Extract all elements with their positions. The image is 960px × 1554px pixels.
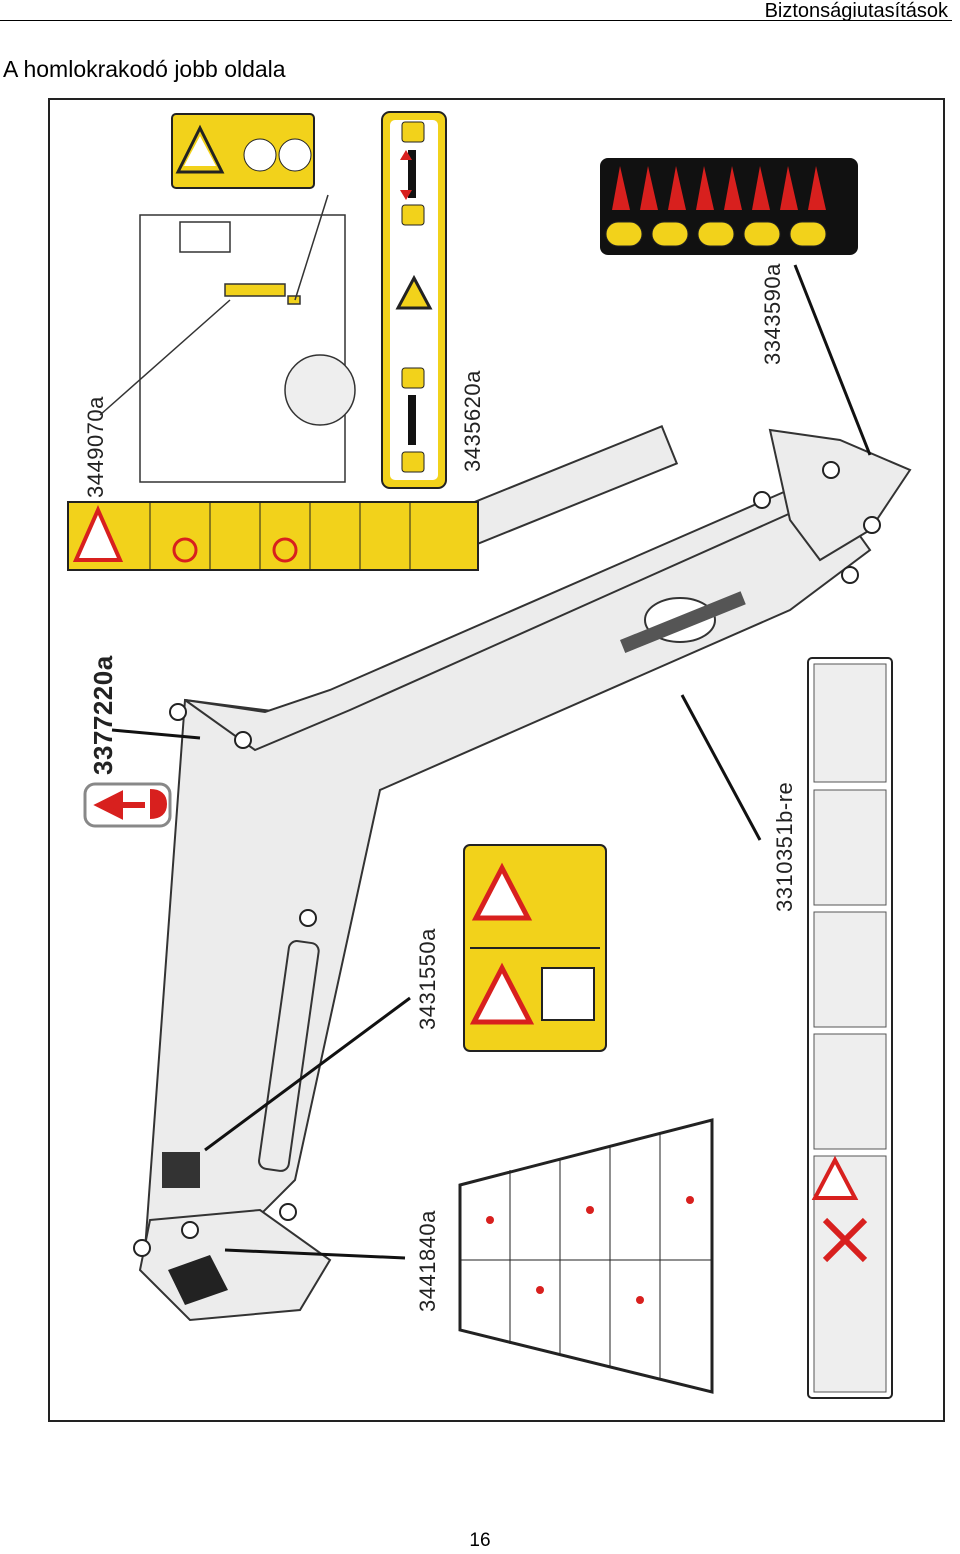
- loader-figure: 3449070a 3435620a 3343590a 3377220a 3310…: [48, 98, 945, 1422]
- label-pinch-decal: 3310351b-re: [772, 781, 797, 912]
- cab-warning-decal: [171, 113, 315, 189]
- instruction-decal: [458, 1118, 714, 1394]
- header-rule: [0, 20, 952, 21]
- pivot-pins: [133, 461, 881, 1257]
- warning-triangle-icon: [184, 136, 216, 166]
- lock-icon: [401, 121, 425, 473]
- decal-patch-upper: [620, 591, 746, 653]
- crush-warning-decal: [463, 844, 607, 1052]
- decal-patch-mid: [162, 1152, 200, 1188]
- warning-strip-decal: [67, 501, 479, 571]
- page-number: 16: [469, 1530, 491, 1551]
- hook-arrow-decal: [83, 782, 172, 828]
- label-instruction-decal: 3441840a: [415, 1210, 440, 1312]
- label-grille-decal: 3343590a: [760, 263, 785, 365]
- label-boom-decal: 3377220a: [88, 655, 118, 775]
- person-crush-icon: [471, 862, 533, 921]
- label-lock-decal: 3435620a: [460, 370, 485, 472]
- loader-illustration: [67, 111, 912, 1399]
- decal-patch-lower: [168, 1255, 228, 1305]
- label-crush-decal: 3431550a: [415, 928, 440, 1030]
- leader-lines: [111, 264, 872, 1260]
- warning-triangle-icon: [811, 1155, 859, 1200]
- lock-decal: [381, 111, 447, 489]
- grille-decal: [600, 158, 858, 255]
- warning-triangle-icon: [469, 962, 535, 1025]
- page-title: A homlokrakodó jobb oldala: [3, 56, 286, 82]
- pinch-decal: [807, 657, 893, 1399]
- label-cab-decal: 3449070a: [83, 396, 108, 498]
- cab-detail: [99, 194, 356, 483]
- header-section-title: Biztonságiutasítások: [764, 0, 948, 22]
- warning-triangle-icon: [72, 505, 124, 562]
- hook-arrow-icon: [93, 789, 168, 820]
